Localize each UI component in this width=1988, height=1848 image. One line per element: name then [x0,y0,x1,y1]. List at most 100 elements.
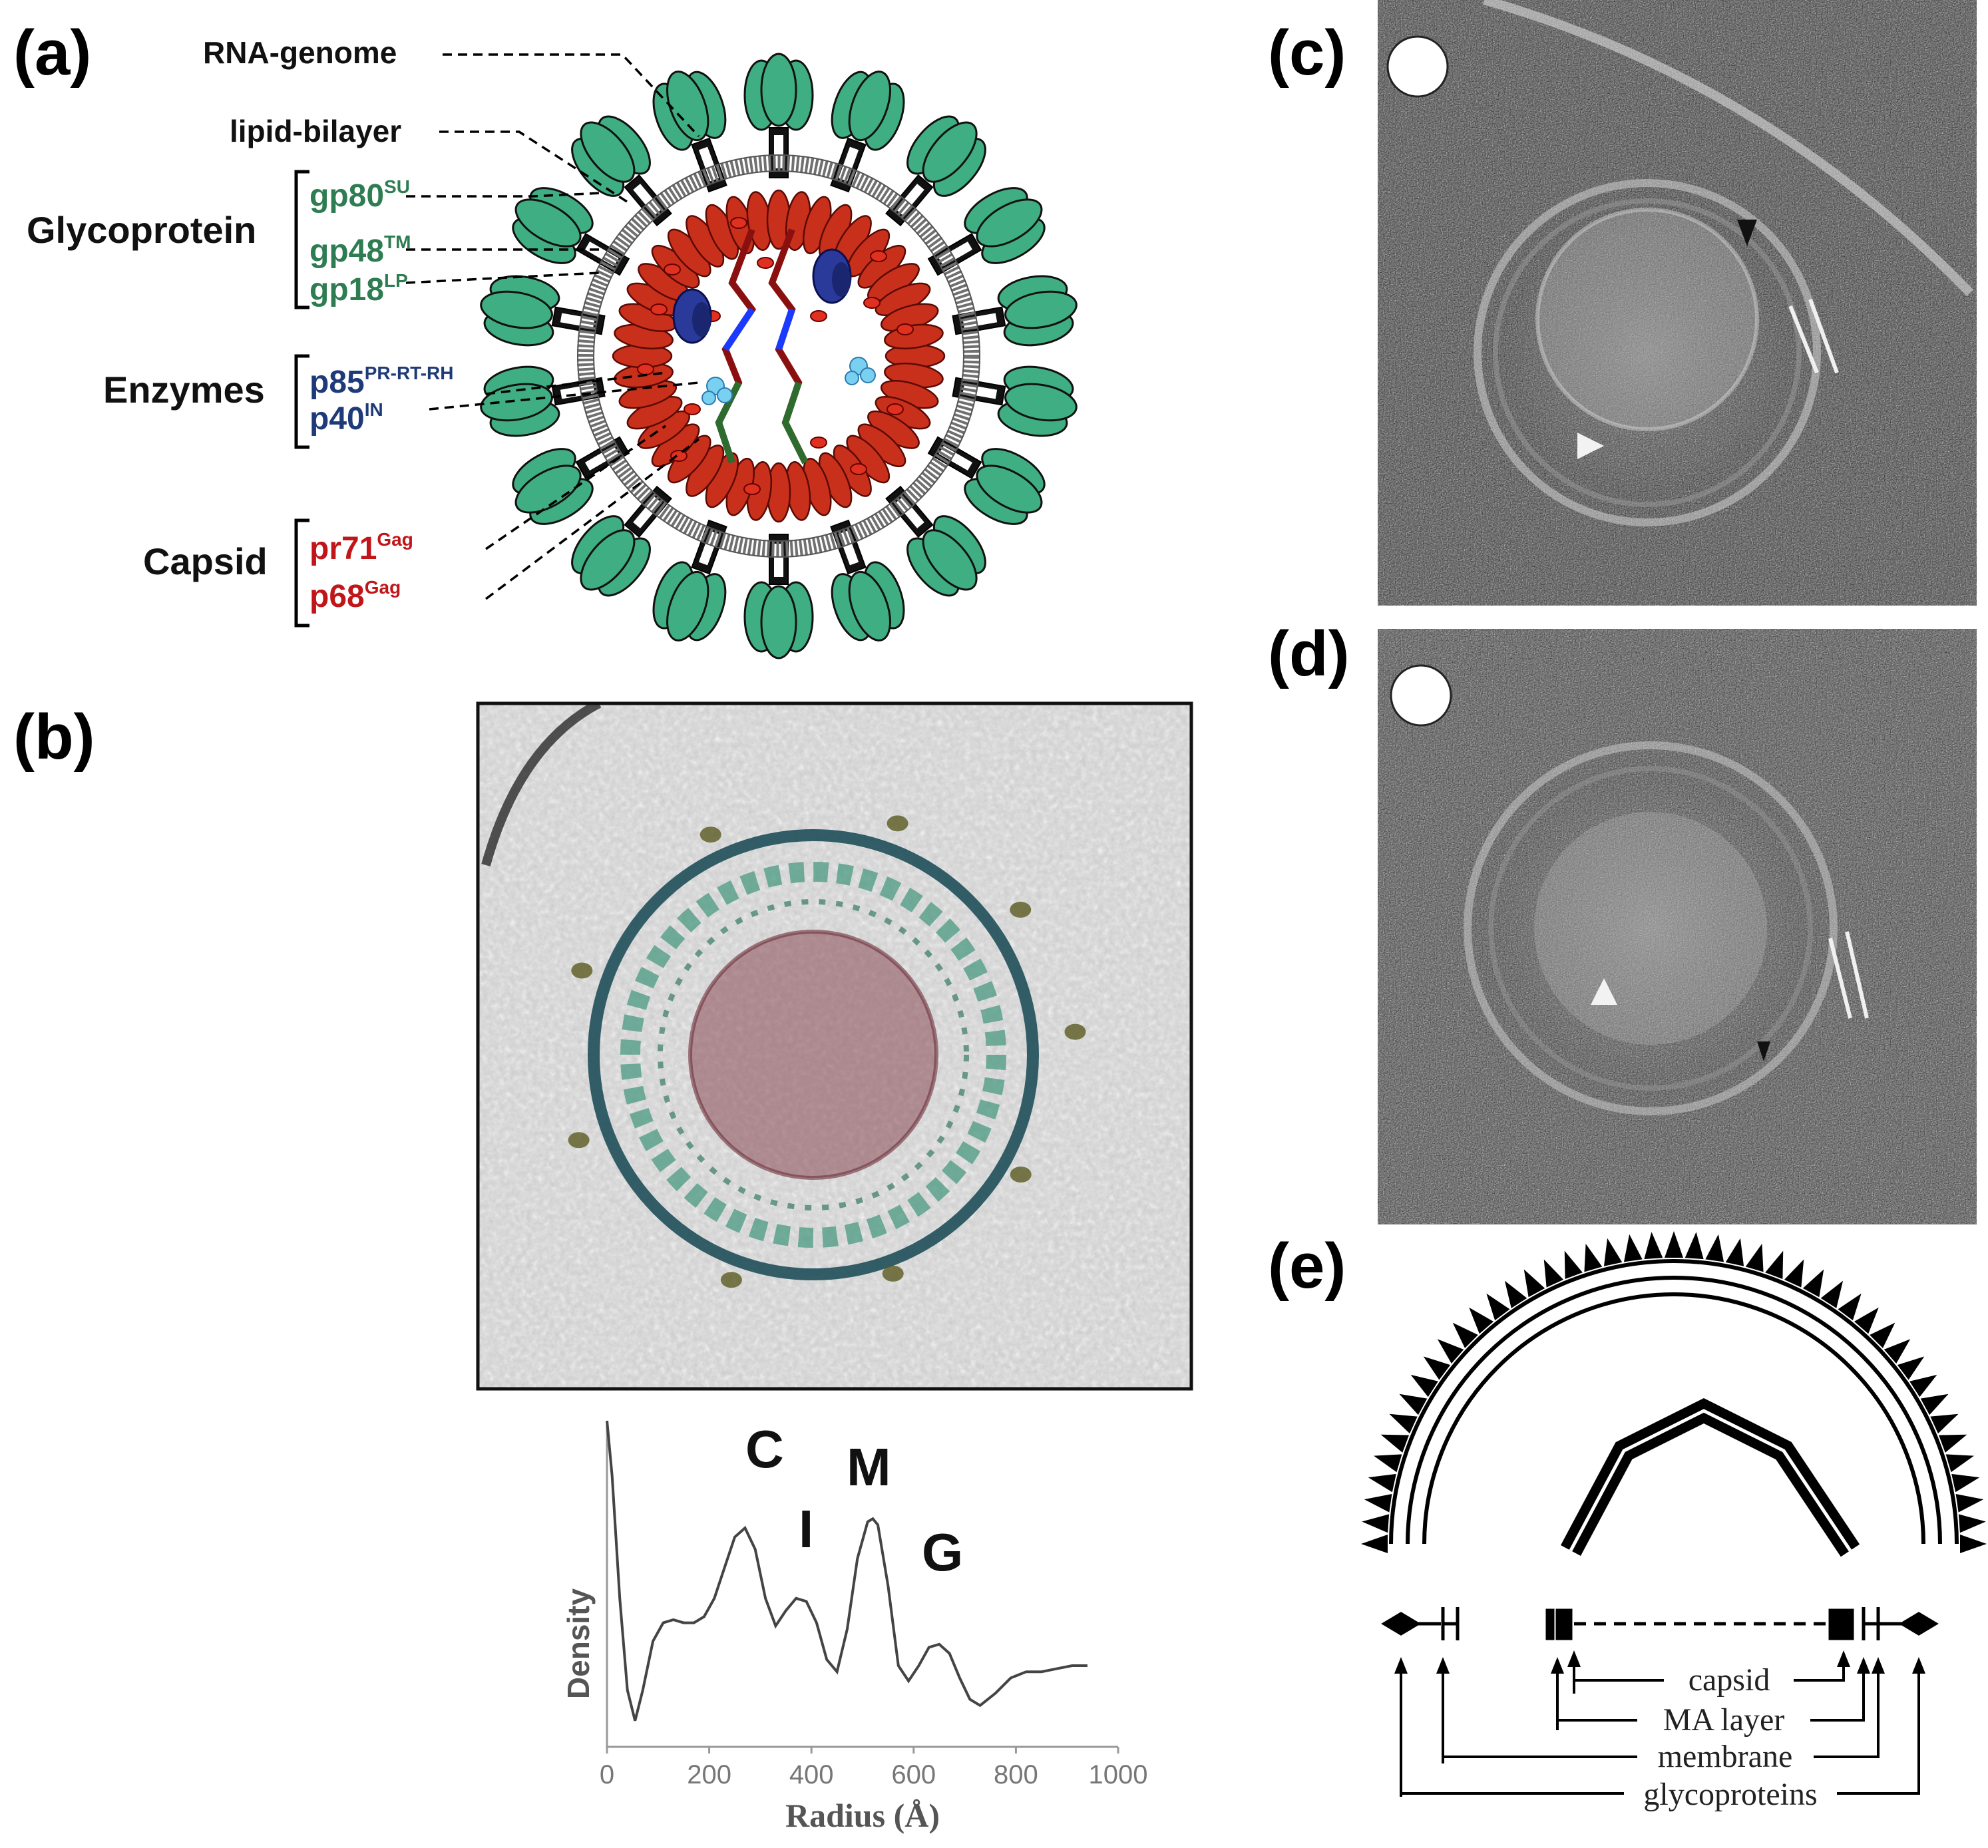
capsid-dot [743,483,761,495]
x-tick-label: 800 [994,1760,1038,1789]
spike-triangle [1364,1493,1392,1513]
capsid-layer-label: capsid [1689,1662,1770,1698]
glycoprotein-spike [480,365,606,437]
peak-label-m: M [847,1437,891,1497]
spike-triangle [1437,1339,1464,1364]
chart-x-axis-label: Radius (Å) [785,1797,940,1834]
lipid-bilayer-label: lipid-bilayer [230,114,401,148]
panel-label-a: (a) [13,17,91,89]
panel-d-micrograph [1378,629,1977,1224]
capsid-group-label: Capsid [143,540,268,582]
glycoprotein-density [568,1132,590,1149]
glycoprotein-spike [512,436,630,525]
spike-triangle [1504,1280,1527,1308]
spike-triangle [1920,1393,1949,1415]
glycoprotein-spike [512,187,630,276]
spike-triangle [1452,1322,1478,1348]
spike-triangle [1644,1232,1663,1260]
spike-triangle [1389,1413,1418,1434]
spike-triangle [1745,1244,1764,1272]
spike-triangle [1423,1356,1451,1380]
glycoprotein-density [571,962,593,979]
glycoprotein-density-marks [568,815,1086,1288]
glycoprotein-density [699,827,721,843]
panel-label-d: (d) [1268,618,1350,689]
gp48-label: gp48TM [309,232,411,269]
gp18-label: gp18LP [309,270,408,307]
capsid-dot [684,403,701,415]
spike-triangle [1603,1238,1623,1266]
chart-x-ticks: 0 200 400 600 800 1000 [600,1747,1148,1789]
glycoprotein-density [882,1265,904,1282]
spike-triangle [1685,1232,1704,1260]
peak-label-c: C [745,1419,784,1479]
spike-triangle [1838,1293,1862,1321]
capsid-dot [896,323,914,335]
p68-label: p68Gag [309,577,401,614]
panel-e-schematic: capsid MA layer membrane glycoproteins [1361,1231,1987,1812]
virion-illustration [480,53,1078,659]
peak-label-i: I [799,1499,813,1559]
spike-triangle [1584,1244,1603,1272]
spike-triangle [1564,1250,1583,1280]
panel-a-virion-diagram: RNA-genome lipid-bilayer Glycoprotein En… [27,35,1078,659]
spike-triangle [1884,1339,1911,1364]
x-tick-label: 400 [789,1760,834,1789]
spike-triangle [1665,1231,1683,1258]
glycoprotein-density [887,815,908,832]
spike-triangle [1623,1234,1643,1262]
capsid-dot [637,363,654,375]
spike-triangle [1784,1259,1804,1288]
capsid-dot [757,257,774,269]
glycoprotein-spike [652,519,727,642]
gp80-label: gp80SU [309,176,410,214]
spike-triangle [1938,1434,1967,1453]
glycoprotein-density [1010,1167,1032,1183]
spike-triangle [1765,1250,1784,1280]
spike-triangle [1725,1238,1744,1266]
spike-triangle [1960,1535,1987,1553]
glycoprotein-spike [480,275,606,347]
glycoprotein-density [720,1272,742,1288]
glycoprotein-spike [743,53,814,178]
ma-layer-label: MA layer [1663,1702,1785,1738]
peak-label-g: G [922,1523,963,1582]
glycoprotein-spike [830,519,905,642]
spike-triangle [1362,1514,1390,1533]
spike-triangle [1909,1374,1937,1397]
x-tick-label: 1000 [1089,1760,1148,1789]
panel-a-leader-lines [405,53,700,600]
spike-triangle [1361,1535,1388,1553]
x-tick-label: 600 [891,1760,936,1789]
spike-triangle [1410,1374,1438,1397]
spike-triangle [1374,1454,1402,1473]
spike-triangle [1486,1293,1510,1321]
panel-b-tomogram [476,701,1193,1391]
enzymes-group-label: Enzymes [103,369,265,411]
glycoprotein-spike [652,71,727,193]
panel-c-micrograph [1378,0,1977,606]
capsid-dot [850,463,867,475]
glycoprotein-spike [571,485,672,597]
panel-c-marker-circle [1386,35,1449,98]
pr71-label: pr71Gag [309,529,413,566]
spike-triangle [1870,1322,1895,1348]
spike-triangle [1523,1269,1545,1298]
spike-triangle [1380,1434,1410,1453]
capsid-dot [810,310,827,322]
p40-label: p40IN [309,399,383,437]
spike-triangle [1469,1307,1493,1334]
panel-label-c: (c) [1268,17,1346,89]
spike-triangle [1854,1307,1879,1334]
glycoprotein-spikes [1361,1231,1987,1553]
lipid-bilayer-ring [577,154,980,558]
x-tick-label: 200 [687,1760,731,1789]
capsid-dot [650,303,668,315]
glycoprotein-spike [830,71,905,193]
spike-triangle [1802,1269,1824,1298]
capsid-dot [863,297,881,309]
capsid-dot [887,403,904,415]
x-tick-label: 0 [600,1760,614,1789]
